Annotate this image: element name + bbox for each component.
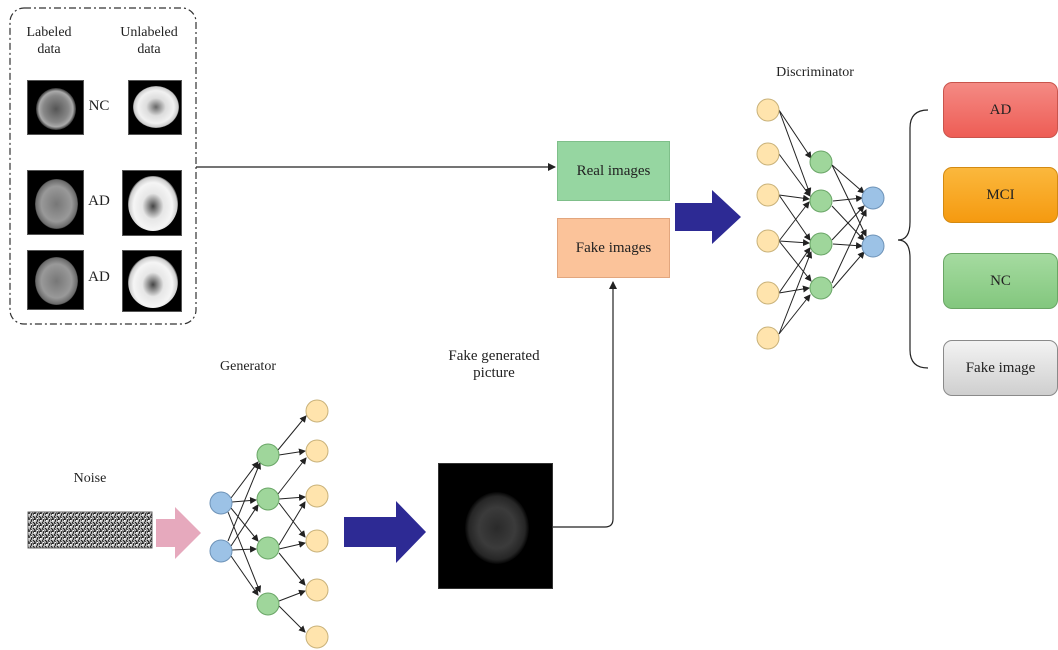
to-discriminator-arrow bbox=[675, 190, 741, 244]
scan-label-ad: AD bbox=[88, 193, 110, 209]
class-ad: AD bbox=[943, 82, 1058, 138]
fake-generated-label: Fake generated picture bbox=[448, 348, 540, 381]
class-brace bbox=[897, 109, 929, 369]
unlabeled-scan bbox=[128, 80, 182, 135]
scan-label-ad: AD bbox=[88, 269, 110, 285]
fake-picture-to-fake-images-arrow bbox=[553, 281, 617, 528]
labeled-scan bbox=[27, 80, 84, 135]
discriminator-network bbox=[756, 98, 885, 350]
class-mci: MCI bbox=[943, 167, 1058, 223]
data-panel-border bbox=[9, 7, 197, 325]
noise-arrow bbox=[156, 507, 201, 559]
to-fake-picture-arrow bbox=[344, 501, 426, 563]
noise-label: Noise bbox=[73, 471, 107, 486]
class-mci-label: MCI bbox=[986, 186, 1015, 203]
class-fake-image-label: Fake image bbox=[965, 359, 1036, 376]
unlabeled-scan bbox=[122, 250, 182, 312]
class-nc: NC bbox=[943, 253, 1058, 309]
labeled-data-heading: Labeled data bbox=[26, 25, 72, 57]
real-images-box: Real images bbox=[557, 141, 670, 201]
fake-images-box: Fake images bbox=[557, 218, 670, 278]
scan-label-nc: NC bbox=[88, 98, 110, 114]
real-images-label: Real images bbox=[576, 162, 651, 179]
labeled-scan bbox=[27, 250, 84, 310]
noise-strip bbox=[27, 511, 153, 549]
generator-network bbox=[209, 399, 329, 649]
fake-generated-picture bbox=[438, 463, 553, 589]
discriminator-title: Discriminator bbox=[776, 65, 854, 80]
unlabeled-data-heading: Unlabeled data bbox=[120, 25, 178, 57]
class-ad-label: AD bbox=[989, 101, 1012, 118]
generator-title: Generator bbox=[220, 359, 276, 374]
class-nc-label: NC bbox=[990, 272, 1011, 289]
unlabeled-scan bbox=[122, 170, 182, 236]
labeled-scan bbox=[27, 170, 84, 235]
fake-images-label: Fake images bbox=[575, 239, 652, 256]
class-fake-image: Fake image bbox=[943, 340, 1058, 396]
